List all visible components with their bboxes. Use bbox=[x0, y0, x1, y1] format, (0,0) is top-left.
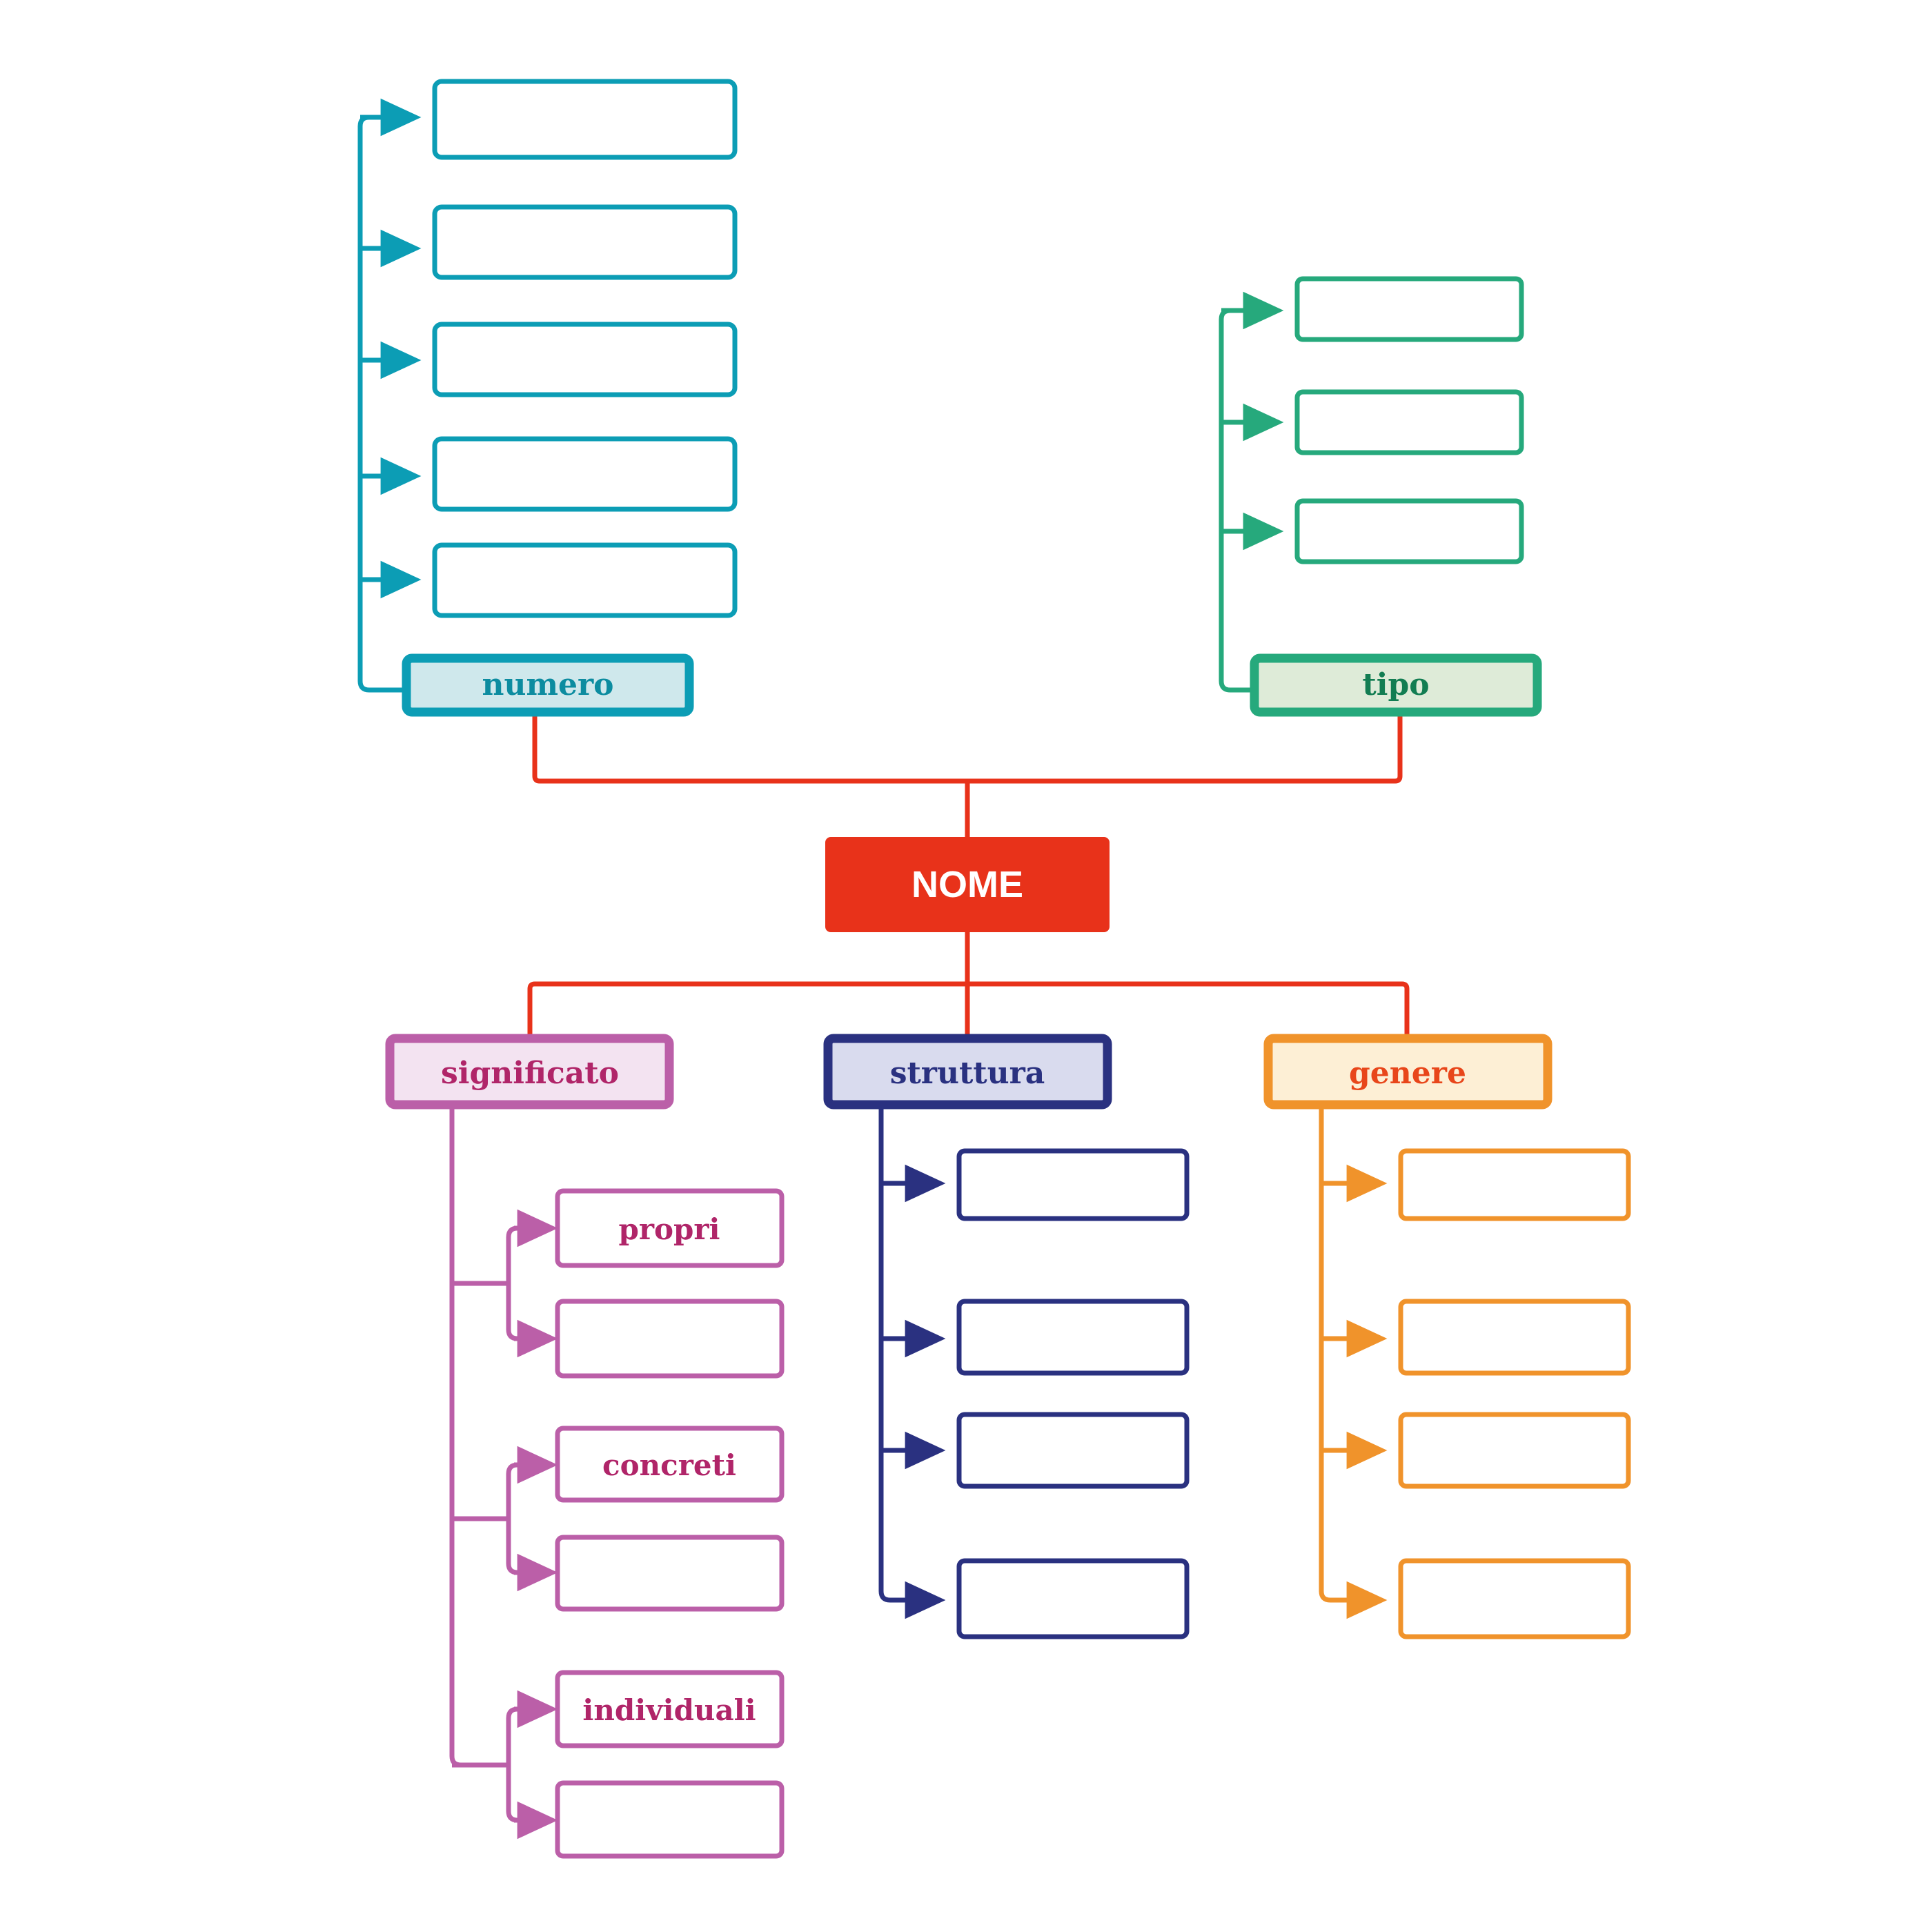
genere-header-box[interactable] bbox=[1263, 1034, 1552, 1110]
concreti-label: concreti bbox=[602, 1448, 736, 1482]
connector-numero-to-nome bbox=[532, 712, 1403, 784]
genere-child-box-1[interactable] bbox=[1398, 1148, 1631, 1221]
numero-child-box-2[interactable] bbox=[432, 204, 738, 280]
significato-child-box-2[interactable] bbox=[555, 1299, 785, 1379]
significato-child-box-concreti[interactable] bbox=[555, 1426, 785, 1503]
red-connector-group bbox=[527, 712, 1410, 1038]
branch-genere[interactable]: genere bbox=[1263, 1034, 1631, 1639]
significato-child-box-individuali[interactable] bbox=[555, 1670, 785, 1748]
significato-header-box[interactable] bbox=[385, 1034, 674, 1110]
genere-spine bbox=[1319, 1105, 1352, 1603]
struttura-child-box-2[interactable] bbox=[956, 1299, 1190, 1376]
propri-label: propri bbox=[619, 1212, 720, 1246]
significato-child-box-propri[interactable] bbox=[555, 1188, 785, 1268]
numero-child-box-1[interactable] bbox=[432, 79, 738, 160]
struttura-label: struttura bbox=[890, 1056, 1045, 1091]
branch-significato[interactable]: significato propri concreti bbox=[385, 1034, 785, 1859]
nome-box[interactable] bbox=[825, 837, 1110, 932]
tipo-label: tipo bbox=[1362, 667, 1429, 702]
tipo-child-box-3[interactable] bbox=[1294, 498, 1524, 564]
nome-label: NOME bbox=[911, 864, 1023, 905]
numero-spine bbox=[357, 115, 406, 693]
tipo-child-box-2[interactable] bbox=[1294, 389, 1524, 455]
struttura-header-box[interactable] bbox=[823, 1034, 1112, 1110]
struttura-child-box-3[interactable] bbox=[956, 1412, 1190, 1489]
significato-label: significato bbox=[441, 1056, 619, 1091]
genere-child-box-3[interactable] bbox=[1398, 1412, 1631, 1489]
connector-nome-to-children bbox=[527, 981, 1410, 1038]
struttura-spine bbox=[878, 1105, 911, 1603]
struttura-child-box-4[interactable] bbox=[956, 1558, 1190, 1639]
significato-child-box-4[interactable] bbox=[555, 1535, 785, 1612]
numero-child-box-3[interactable] bbox=[432, 322, 738, 397]
significato-subspine-1b bbox=[506, 1283, 535, 1341]
branch-tipo[interactable]: tipo bbox=[1219, 276, 1542, 717]
genere-label: genere bbox=[1349, 1056, 1466, 1091]
genere-child-box-4[interactable] bbox=[1398, 1558, 1631, 1639]
numero-child-box-5[interactable] bbox=[432, 542, 738, 618]
significato-subspine-3b bbox=[506, 1765, 535, 1823]
tipo-child-box-1[interactable] bbox=[1294, 276, 1524, 342]
numero-label: numero bbox=[482, 667, 613, 702]
tipo-spine bbox=[1219, 308, 1254, 693]
significato-subspine-3 bbox=[506, 1706, 535, 1765]
significato-child-box-6[interactable] bbox=[555, 1780, 785, 1859]
root-node-nome[interactable]: NOME bbox=[825, 837, 1110, 932]
individuali-label: individuali bbox=[582, 1693, 756, 1727]
tipo-header-box[interactable] bbox=[1250, 653, 1542, 717]
branch-struttura[interactable]: struttura bbox=[823, 1034, 1190, 1639]
struttura-child-box-1[interactable] bbox=[956, 1148, 1190, 1221]
significato-subspine-2 bbox=[506, 1462, 535, 1519]
significato-subspine-1 bbox=[506, 1225, 535, 1283]
significato-subspine-2b bbox=[506, 1519, 535, 1575]
significato-spine bbox=[449, 1105, 483, 1768]
numero-header-box[interactable] bbox=[402, 653, 694, 717]
genere-child-box-2[interactable] bbox=[1398, 1299, 1631, 1376]
numero-child-box-4[interactable] bbox=[432, 436, 738, 512]
branch-numero[interactable]: numero bbox=[357, 79, 738, 717]
